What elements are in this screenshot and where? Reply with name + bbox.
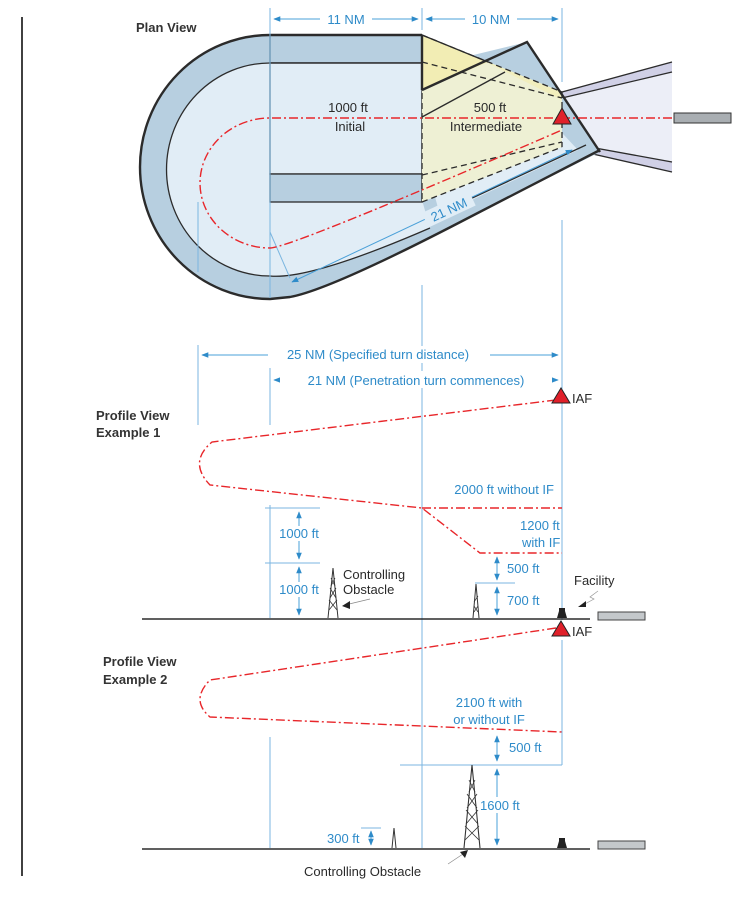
small-obstacle-height: 300 ft xyxy=(327,831,360,846)
tower-obstacle-icon xyxy=(463,764,481,849)
dim-penetration-turn-label: 21 NM (Penetration turn commences) xyxy=(308,373,525,388)
intermediate-obstacle: 700 ft xyxy=(507,593,540,608)
iaf-fix-icon xyxy=(551,387,571,404)
iaf-fix-icon xyxy=(551,620,571,637)
plan-view-title: Plan View xyxy=(136,20,197,35)
tower-obstacle-icon xyxy=(327,567,339,619)
altitude-without-if: 2000 ft without IF xyxy=(454,482,554,497)
intermediate-roc: 500 ft xyxy=(507,561,540,576)
intermediate-segment-label: Intermediate xyxy=(450,119,522,134)
initial-secondary-top xyxy=(269,34,423,64)
altitude-with-if-line2: with IF xyxy=(521,535,560,550)
flight-track-plan xyxy=(199,117,672,249)
roc-upper: 1000 ft xyxy=(279,526,319,541)
small-tower-icon xyxy=(391,827,397,849)
initial-altitude-label: 1000 ft xyxy=(328,100,368,115)
initial-segment-label: Initial xyxy=(335,119,365,134)
obstacle-height: 1600 ft xyxy=(480,798,520,813)
facility-icon xyxy=(557,838,567,848)
profile-1-title-line1: Profile View xyxy=(96,408,170,423)
obstacle-label-line2: Obstacle xyxy=(343,582,394,597)
controlling-obstacle-label: Controlling Obstacle xyxy=(304,864,421,879)
altitude-line1: 2100 ft with xyxy=(456,695,523,710)
altitude-with-if-line1: 1200 ft xyxy=(520,518,560,533)
dim-specified-turn-label: 25 NM (Specified turn distance) xyxy=(287,347,469,362)
profile-2-title-line2: Example 2 xyxy=(103,672,167,687)
facility-label: Facility xyxy=(574,573,615,588)
intermediate-altitude-label: 500 ft xyxy=(474,100,507,115)
initial-secondary-bottom xyxy=(269,173,423,203)
flight-track-profile-1 xyxy=(198,399,562,554)
iaf-label-2: IAF xyxy=(572,624,592,639)
profile-view-1: Profile View Example 1 IAF 2000 ft witho… xyxy=(96,387,646,621)
iaf-fix-icon xyxy=(552,106,572,125)
obstacle-label-line1: Controlling xyxy=(343,567,405,582)
runway xyxy=(597,840,646,850)
roc-2: 500 ft xyxy=(509,740,542,755)
runway xyxy=(597,611,646,621)
distance-dimensions: 25 NM (Specified turn distance) 21 NM (P… xyxy=(197,345,559,425)
dim-intermediate-label: 10 NM xyxy=(472,12,510,27)
small-tower-icon xyxy=(472,583,480,619)
iaf-label-1: IAF xyxy=(572,391,592,406)
plan-view: 11 NM 10 NM 21 NM Plan View 1000 ft Init… xyxy=(136,8,732,640)
altitude-line2: or without IF xyxy=(453,712,525,727)
flight-track-profile-2 xyxy=(199,627,563,733)
profile-view-2: Profile View Example 2 IAF 2100 ft with … xyxy=(103,620,646,879)
profile-2-title-line1: Profile View xyxy=(103,654,177,669)
dim-initial-label: 11 NM xyxy=(327,12,364,27)
runway xyxy=(673,112,732,124)
facility-icon xyxy=(557,608,567,618)
profile-1-title-line2: Example 1 xyxy=(96,425,160,440)
roc-lower: 1000 ft xyxy=(279,582,319,597)
